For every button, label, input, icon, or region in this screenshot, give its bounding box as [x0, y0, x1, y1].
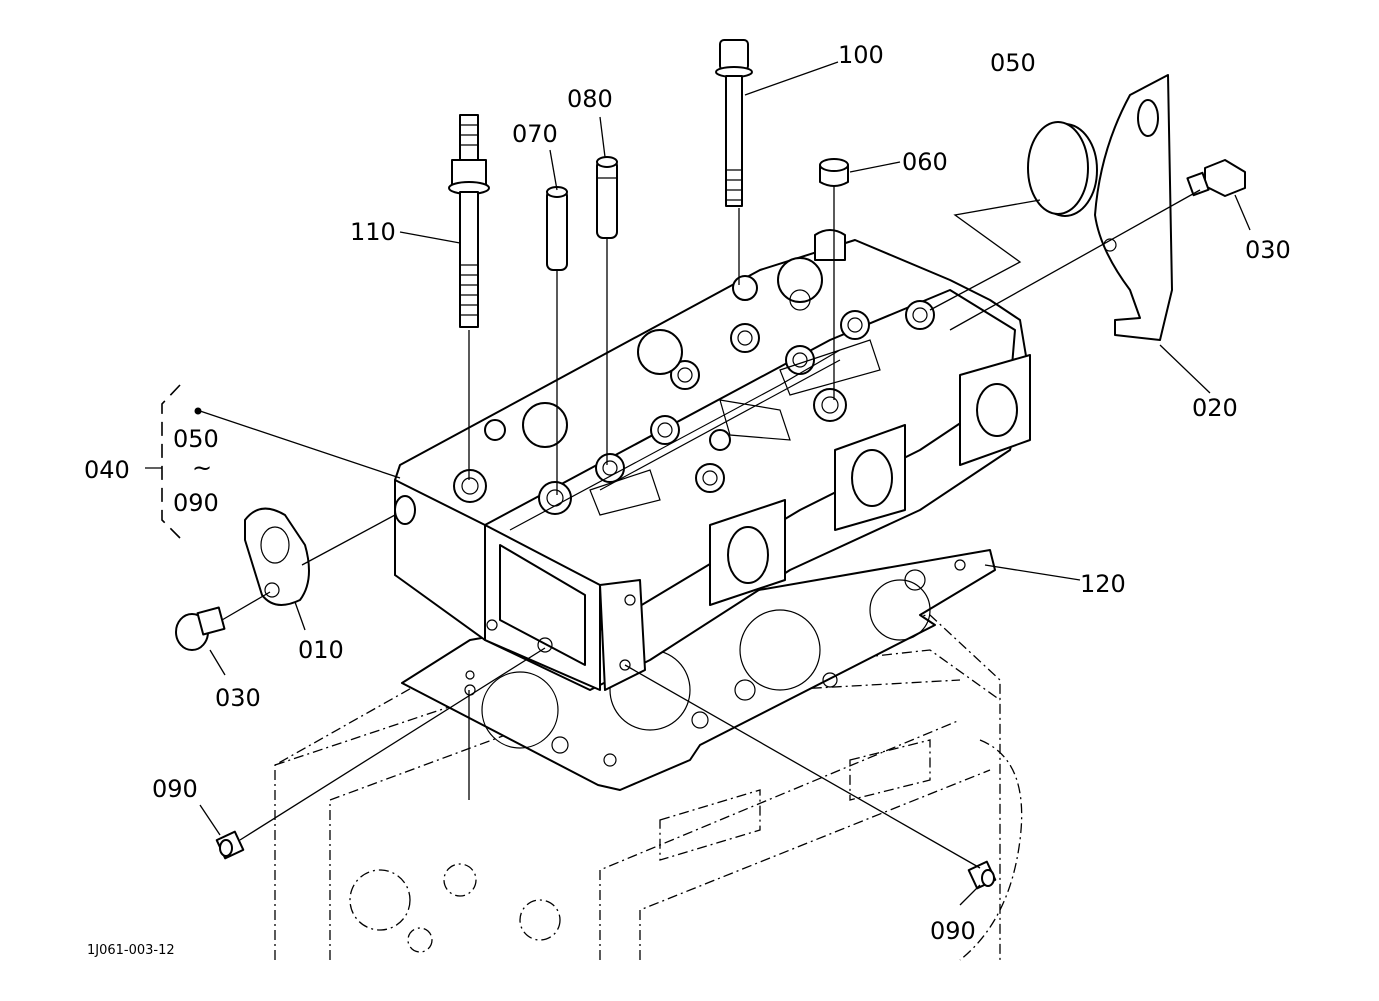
callout-070: 070	[512, 120, 558, 148]
drawing-number: 1J061-003-12	[87, 943, 175, 958]
stud-bolt-110	[448, 114, 490, 328]
assembly-range-to: 090	[173, 489, 219, 517]
callout-050: 050	[990, 49, 1036, 77]
valve-guide-080	[596, 156, 618, 239]
plug-090-right	[967, 860, 997, 890]
callout-040: 040	[84, 456, 130, 484]
callout-010: 010	[298, 636, 344, 664]
bolt-030-right	[1186, 159, 1246, 197]
plug-cap-050	[1027, 121, 1098, 217]
callout-110: 110	[350, 218, 396, 246]
callout-060: 060	[902, 148, 948, 176]
assembly-range-separator: ~	[192, 454, 212, 482]
callout-120: 120	[1080, 570, 1126, 598]
seal-060	[819, 158, 849, 187]
cylinder-head	[394, 229, 1031, 691]
assembly-bracket	[145, 384, 202, 539]
head-bolt-100	[715, 39, 753, 207]
callout-090-left: 090	[152, 775, 198, 803]
leader-lines	[199, 61, 1251, 906]
callout-100: 100	[838, 41, 884, 69]
callout-030-left: 030	[215, 684, 261, 712]
callout-030-right: 030	[1245, 236, 1291, 264]
assembly-range-from: 050	[173, 425, 219, 453]
assembly-dot	[194, 407, 202, 415]
valve-guide-070	[546, 186, 568, 271]
hanger-bracket-020	[1094, 74, 1173, 341]
callout-020: 020	[1192, 394, 1238, 422]
callout-080: 080	[567, 85, 613, 113]
callout-090-right: 090	[930, 917, 976, 945]
hanger-plate-010	[244, 507, 310, 606]
bolt-030-left	[175, 606, 226, 651]
plug-090-left	[215, 830, 245, 860]
